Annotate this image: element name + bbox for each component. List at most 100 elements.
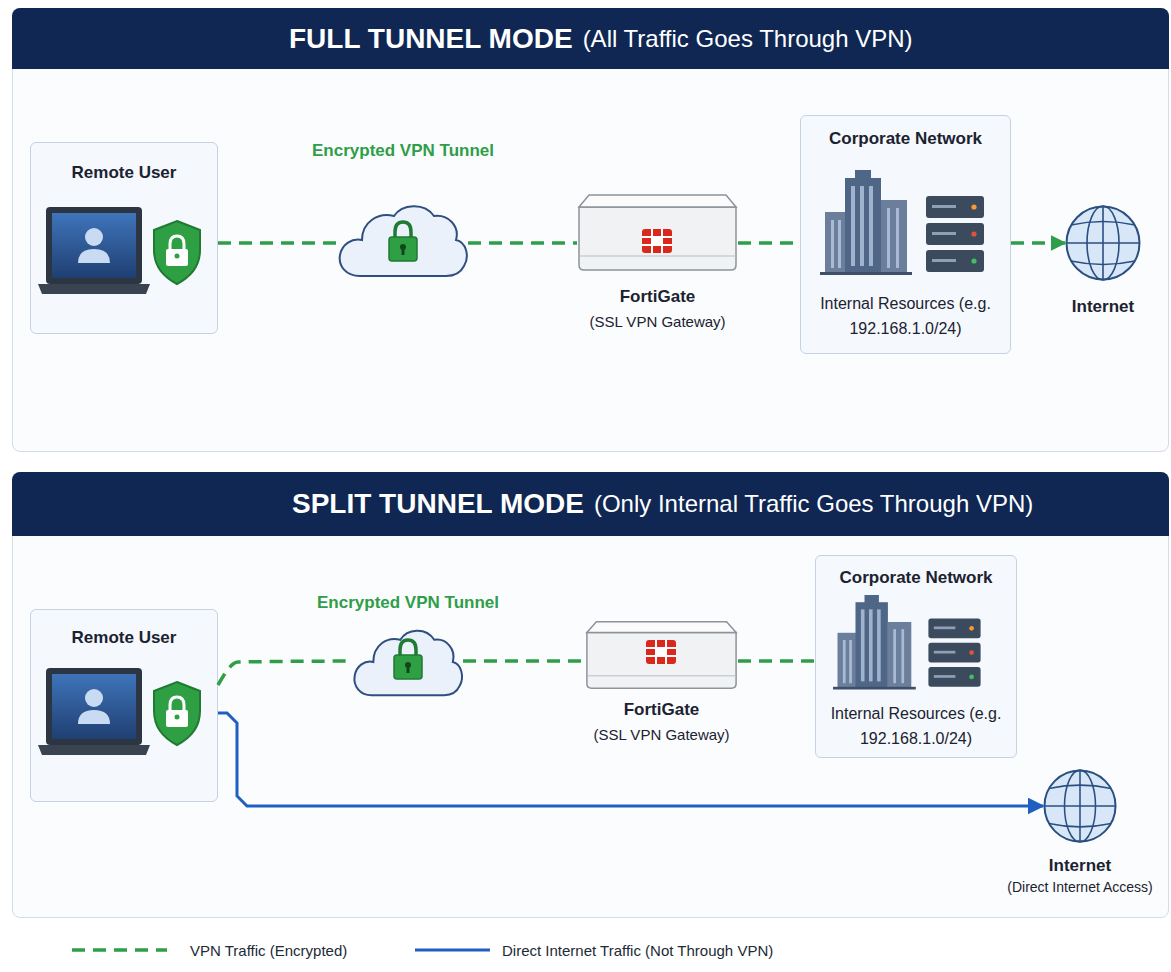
node-detail: (Direct Internet Access) xyxy=(1007,879,1153,896)
cloud-outline xyxy=(353,625,463,697)
tunnel-lock xyxy=(389,222,417,261)
globe-grid xyxy=(1044,770,1116,842)
appliance-top xyxy=(579,195,736,207)
user-head xyxy=(85,228,103,246)
appliance-body xyxy=(587,632,736,688)
appliance-outline xyxy=(577,193,738,272)
vpn-cloud: Encrypted VPN Tunnel xyxy=(338,200,468,278)
building xyxy=(845,178,881,274)
security-shield xyxy=(154,221,200,284)
vpn-tunnel-line xyxy=(1011,241,1065,245)
node-title: Internet xyxy=(1049,856,1111,876)
vpn-tunnel-line xyxy=(463,659,585,663)
node-title: FortiGate xyxy=(620,287,696,307)
server-unit xyxy=(926,250,984,272)
legend-sample xyxy=(72,940,167,960)
node-title: Encrypted VPN Tunnel xyxy=(317,593,499,613)
building xyxy=(881,200,907,274)
legend-entry: VPN Traffic (Encrypted) xyxy=(72,940,347,960)
building-windows xyxy=(860,186,864,266)
vpn-tunnel-line xyxy=(218,661,353,685)
legend-line xyxy=(72,948,167,952)
node-detail: Internal Resources (e.g. 192.168.1.0/24) xyxy=(818,291,993,341)
connector-group xyxy=(218,243,1065,806)
lock-keyhole xyxy=(400,244,406,250)
server-unit xyxy=(926,223,984,245)
cloud-outline xyxy=(354,631,462,695)
laptop-screen xyxy=(52,213,136,278)
node-title: Corporate Network xyxy=(839,568,992,588)
legend-entry: Direct Internet Traffic (Not Through VPN… xyxy=(415,940,773,960)
globe-outline xyxy=(1043,769,1117,843)
server-light xyxy=(971,258,976,263)
logo-gap xyxy=(642,244,672,246)
vpn-tunnel-line xyxy=(738,241,800,245)
laptop-base xyxy=(38,284,150,294)
building-windows xyxy=(831,220,834,268)
header-band: FULL TUNNEL MODE(All Traffic Goes Throug… xyxy=(12,8,1169,69)
legend-line xyxy=(415,949,490,952)
header-band: SPLIT TUNNEL MODE (Only Internal Traffic … xyxy=(12,472,1169,536)
internet-globe: Internet(Direct Internet Access) xyxy=(1043,769,1117,843)
appliance-body xyxy=(579,207,736,270)
logo-gap xyxy=(651,229,653,253)
lock-shackle xyxy=(170,236,184,250)
legend-sample xyxy=(415,940,490,960)
globe-outline xyxy=(1044,770,1115,841)
buildings-and-servers xyxy=(833,595,981,690)
logo-gap xyxy=(661,229,663,253)
node-title: FortiGate xyxy=(624,700,700,720)
vpn-tunnel-line xyxy=(468,241,577,245)
node-title: Encrypted VPN Tunnel xyxy=(312,141,494,161)
node-title: Remote User xyxy=(72,628,177,648)
lock-keyhole xyxy=(175,254,180,259)
vpn-tunnel-line xyxy=(738,659,815,663)
lock-body xyxy=(166,249,188,266)
ground-line xyxy=(820,272,912,275)
server-slot xyxy=(932,259,956,262)
vpn-cloud: Encrypted VPN Tunnel xyxy=(353,625,463,697)
endpoint-box: Corporate NetworkInternal Resources (e.g… xyxy=(800,115,1011,354)
building-windows xyxy=(896,208,899,268)
laptop-and-shield xyxy=(38,207,200,294)
mode-panel: SPLIT TUNNEL MODE (Only Internal Traffic … xyxy=(12,472,1169,918)
logo-gap xyxy=(653,238,661,244)
laptop-frame xyxy=(46,207,142,284)
node-detail: Internal Resources (e.g. 192.168.1.0/24) xyxy=(829,701,1004,751)
globe-outline xyxy=(1065,205,1141,281)
appliance-outline xyxy=(585,620,738,690)
legend-text: Direct Internet Traffic (Not Through VPN… xyxy=(502,942,773,959)
building-top xyxy=(855,170,871,180)
fortinet-logo xyxy=(646,640,676,664)
node-title: Remote User xyxy=(72,163,177,183)
node-detail: (SSL VPN Gateway) xyxy=(593,726,729,744)
legend-text: VPN Traffic (Encrypted) xyxy=(190,942,347,959)
user-body xyxy=(78,249,110,263)
fortinet-logo xyxy=(642,229,672,253)
appliance-top xyxy=(587,622,736,633)
mode-title: SPLIT TUNNEL MODE xyxy=(292,488,584,520)
appliance-seam xyxy=(579,256,736,257)
buildings-and-servers xyxy=(820,170,984,275)
mode-panel: FULL TUNNEL MODE(All Traffic Goes Throug… xyxy=(12,8,1169,452)
node-title: Corporate Network xyxy=(829,129,982,149)
endpoint-box: Remote User xyxy=(30,609,218,802)
laptop-and-shield xyxy=(38,668,200,755)
mode-subtitle: (Only Internal Traffic Goes Through VPN) xyxy=(594,490,1033,518)
globe-grid xyxy=(1066,206,1140,280)
node-title: Internet xyxy=(1072,297,1134,317)
server-light xyxy=(971,204,976,209)
node-detail: (SSL VPN Gateway) xyxy=(589,313,725,331)
internet-globe: Internet xyxy=(1065,205,1141,281)
mode-title: FULL TUNNEL MODE xyxy=(289,23,573,55)
server-slot xyxy=(932,232,956,235)
logo-gap xyxy=(642,236,672,238)
globe-outline xyxy=(1067,207,1140,280)
firewall-appliance: FortiGate(SSL VPN Gateway) xyxy=(585,620,738,690)
lock-shackle xyxy=(395,222,411,239)
cloud-outline xyxy=(338,200,468,278)
lock-body xyxy=(389,237,417,261)
endpoint-box: Remote User xyxy=(30,142,218,334)
vpn-tunnel-line xyxy=(218,241,338,245)
building-windows xyxy=(869,186,873,266)
